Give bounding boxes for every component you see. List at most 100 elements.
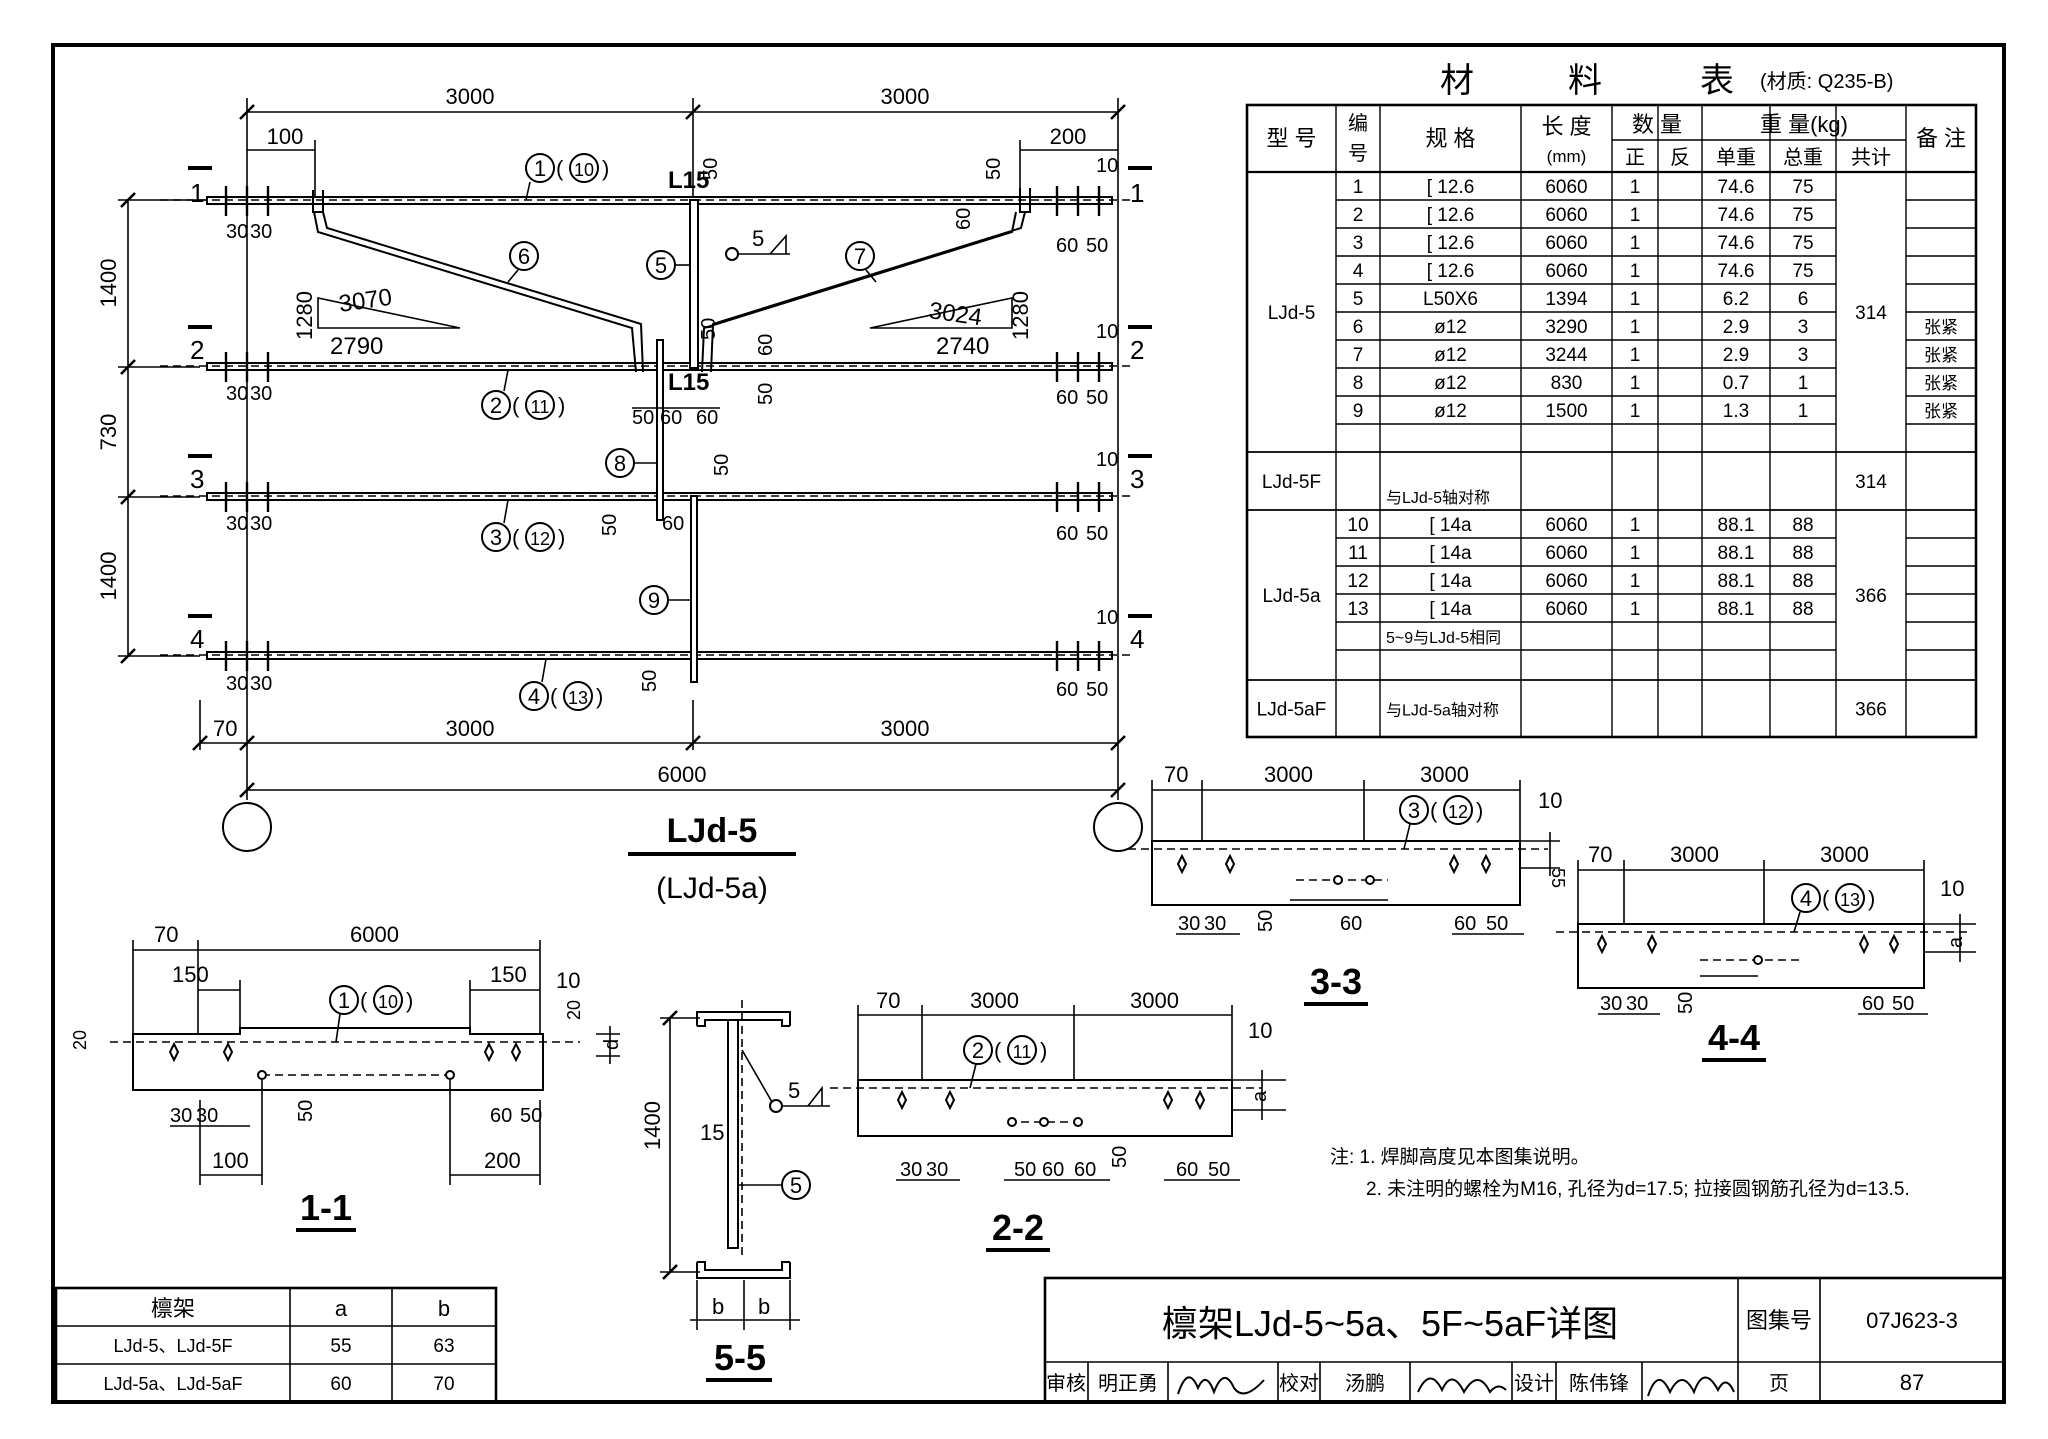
weld-symbol: 5 (725, 226, 790, 261)
svg-text:60: 60 (1074, 1159, 1096, 1181)
svg-text:12: 12 (530, 529, 550, 549)
angle-mark-top: L15 (668, 167, 709, 194)
mat-row-qty-pos: 1 (1630, 515, 1641, 536)
svg-text:60: 60 (660, 407, 682, 429)
mat-row-qty-pos: 1 (1630, 543, 1641, 564)
svg-text:): ) (406, 988, 413, 1013)
svg-text:1: 1 (338, 988, 350, 1013)
svg-text:50: 50 (1892, 993, 1914, 1015)
svg-text:3000: 3000 (1130, 988, 1179, 1013)
header-total-weight: 总重 (1783, 146, 1823, 169)
callout-1-10: 1 (10) (525, 153, 609, 201)
svg-text:3024: 3024 (927, 297, 984, 331)
ab-header-2: b (438, 1296, 450, 1321)
svg-text:b: b (758, 1294, 770, 1319)
mat-row-spec: ø12 (1434, 373, 1467, 394)
checker-name: 汤鹏 (1345, 1372, 1385, 1395)
reviewer-name: 明正勇 (1098, 1372, 1158, 1395)
svg-text:a: a (1249, 1090, 1271, 1102)
svg-text:(: ( (1430, 798, 1438, 823)
ab-r1-c2: 70 (433, 1374, 454, 1395)
svg-text:6: 6 (518, 244, 530, 269)
svg-text:50: 50 (1014, 1159, 1036, 1181)
mat-row-unit-weight: 6.2 (1723, 289, 1749, 310)
svg-text:30: 30 (170, 1105, 192, 1127)
svg-text:50: 50 (1675, 992, 1697, 1014)
header-length-unit: (mm) (1547, 147, 1587, 166)
svg-text:12: 12 (1448, 802, 1468, 822)
mat-row-total-weight: 6 (1798, 289, 1809, 310)
mat-row-length: 1394 (1545, 289, 1588, 310)
header-spec: 规 格 (1425, 126, 1475, 151)
mat-row-length: 6060 (1545, 543, 1587, 564)
mat-row-qty-pos: 1 (1630, 599, 1641, 620)
ab-r1-c1: 60 (330, 1374, 351, 1395)
mat-row-total-weight: 75 (1792, 233, 1813, 254)
svg-text:(: ( (512, 525, 520, 550)
svg-text:): ) (1476, 798, 1483, 823)
mat-row-length: 6060 (1545, 233, 1587, 254)
svg-text:13: 13 (1840, 890, 1860, 910)
svg-text:30: 30 (226, 673, 248, 695)
mat-row-unit-weight: 1.3 (1723, 401, 1749, 422)
svg-text:30: 30 (226, 221, 248, 243)
header-length: 长 度 (1541, 114, 1591, 139)
svg-text:50: 50 (711, 454, 733, 476)
mat-row-spec: [ 12.6 (1427, 177, 1475, 198)
dim-6000: 6000 (658, 762, 707, 787)
svg-text:1: 1 (1130, 178, 1144, 208)
mat-row-total-weight: 88 (1792, 543, 1813, 564)
svg-text:60: 60 (1056, 679, 1078, 701)
svg-text:a: a (1945, 936, 1967, 948)
mat-group-type: LJd-5aF (1257, 700, 1327, 721)
svg-text:30: 30 (196, 1105, 218, 1127)
design-label: 设计 (1514, 1372, 1554, 1395)
checker-signature (1417, 1377, 1507, 1395)
svg-text:30: 30 (250, 221, 272, 243)
svg-text:50: 50 (1086, 387, 1108, 409)
svg-text:10: 10 (1096, 321, 1118, 343)
header-quantity: 数 量 (1632, 112, 1682, 137)
materials-table: 材 料 表 (材质: Q235-B) 型 号编号规 格长 度(mm)数 量正反重… (1245, 62, 1978, 739)
svg-text:13: 13 (568, 688, 588, 708)
svg-text:6000: 6000 (350, 922, 399, 947)
svg-text:50: 50 (520, 1105, 542, 1127)
mat-row-total-weight: 88 (1792, 515, 1813, 536)
callout-2-11: 2 (11) (481, 369, 565, 420)
svg-text:5: 5 (655, 253, 667, 278)
svg-text:60: 60 (1056, 235, 1078, 257)
svg-text:11: 11 (1013, 1042, 1032, 1062)
svg-text:5: 5 (788, 1078, 800, 1103)
header-number-1: 编 (1348, 112, 1368, 135)
svg-text:3000: 3000 (970, 988, 1019, 1013)
mat-group-sum: 314 (1855, 472, 1887, 493)
svg-text:60: 60 (662, 513, 684, 535)
mat-row-no: 10 (1347, 515, 1368, 536)
axis-circle-right (1093, 802, 1143, 852)
rod-6 (313, 211, 644, 373)
svg-text:10: 10 (556, 968, 580, 993)
mat-row-remark: 张紧 (1924, 346, 1958, 365)
callout-6: 6 (507, 241, 539, 283)
section-2-2-title: 2-2 (992, 1207, 1044, 1248)
svg-text:50: 50 (599, 514, 621, 536)
mat-row-unit-weight: 74.6 (1718, 233, 1755, 254)
mat-group-sum: 314 (1855, 303, 1887, 324)
mat-row-unit-weight: 74.6 (1718, 205, 1755, 226)
notes: 注: 1. 焊脚高度见本图集说明。 2. 未注明的螺栓为M16, 孔径为d=17… (1330, 1146, 1910, 1200)
svg-text:8: 8 (614, 451, 626, 476)
svg-text:70: 70 (876, 988, 900, 1013)
mat-row-length: 6060 (1545, 599, 1587, 620)
svg-text:20: 20 (564, 1000, 584, 1020)
svg-text:3: 3 (1130, 464, 1144, 494)
main-view: 3000 3000 100 200 1400 730 1400 1 2 3 4 … (96, 84, 1152, 905)
svg-text:30: 30 (1626, 993, 1648, 1015)
mat-row-qty-pos: 1 (1630, 205, 1641, 226)
mat-row-total-weight: 75 (1792, 177, 1813, 198)
svg-text:30: 30 (926, 1159, 948, 1181)
check-label: 校对 (1279, 1372, 1319, 1395)
mat-row-no: 5 (1353, 289, 1364, 310)
ab-r1-c0: LJd-5a、LJd-5aF (103, 1374, 242, 1394)
